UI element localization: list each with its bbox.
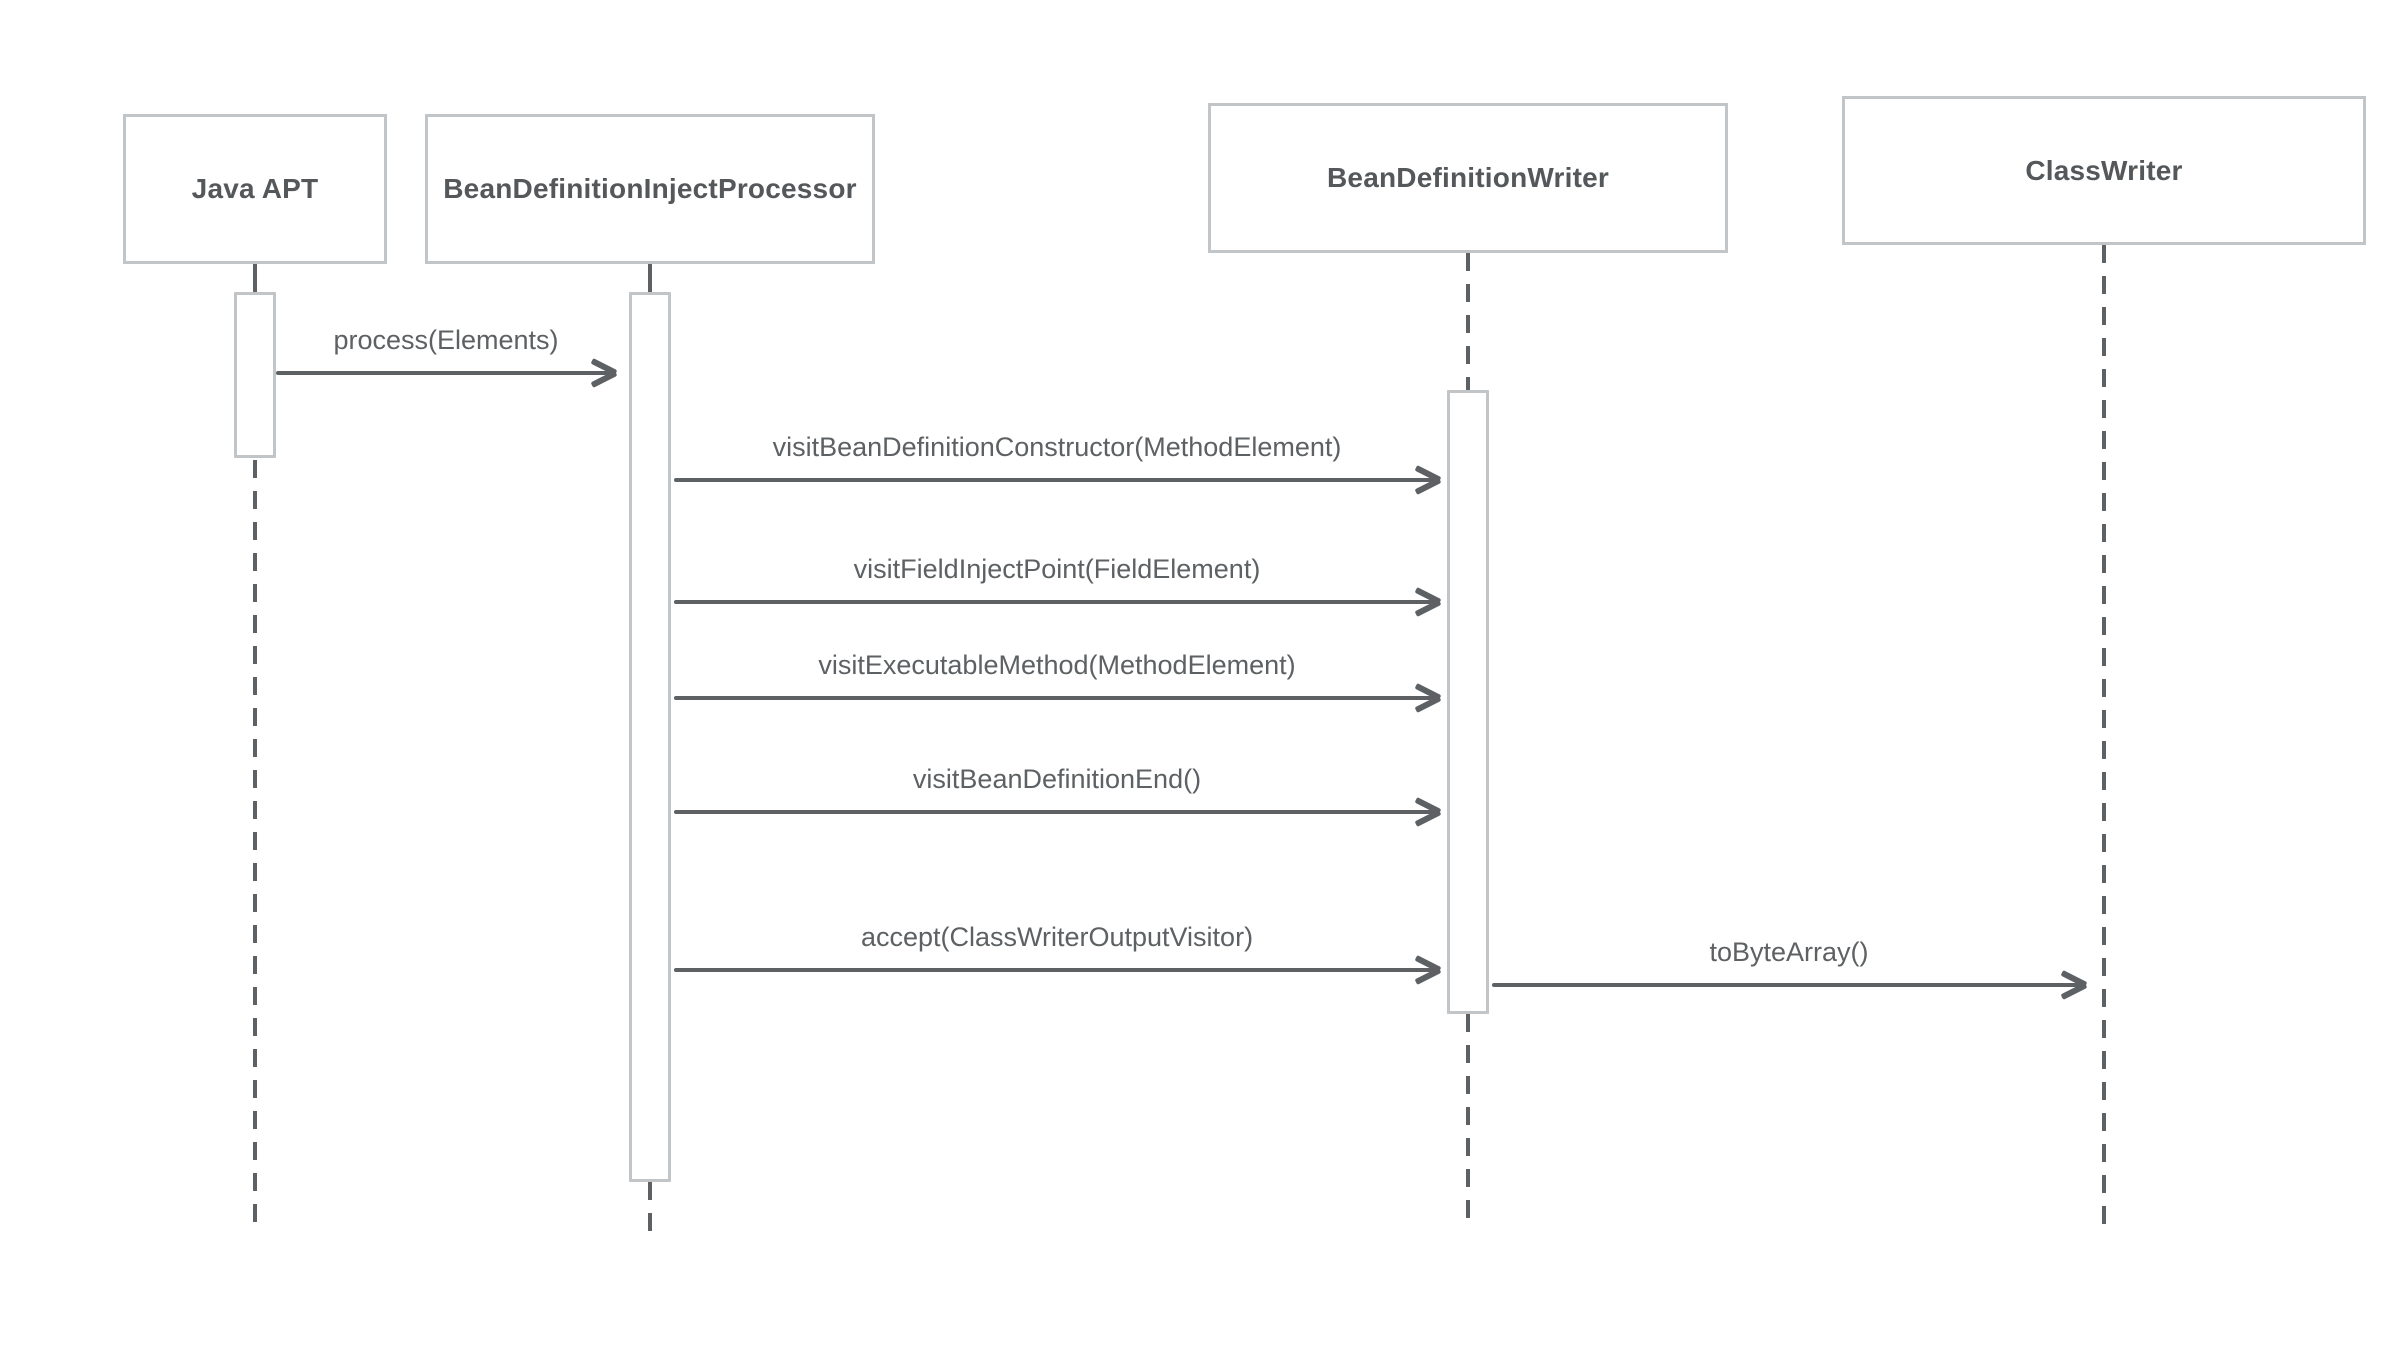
activation-bar-java-apt	[234, 292, 276, 458]
message-line	[674, 968, 1434, 972]
lifeline-class-writer	[2102, 245, 2106, 1232]
participant-label-java-apt: Java APT	[191, 173, 319, 204]
participant-label-class-writer: ClassWriter	[2025, 154, 2183, 186]
message-label: visitFieldInjectPoint(FieldElement)	[853, 554, 1261, 584]
message-line	[1492, 983, 2080, 987]
arrowhead-icon	[1412, 588, 1440, 616]
message-label: accept(ClassWriterOutputVisitor)	[860, 922, 1254, 952]
message-label: visitExecutableMethod(MethodElement)	[818, 650, 1296, 680]
message-line	[674, 478, 1434, 482]
message-line	[674, 696, 1434, 700]
arrowhead-icon	[588, 359, 616, 387]
activation-bar-bean-definition-inject-processor	[629, 292, 671, 1182]
participant-label-bean-definition-inject-processor: BeanDefinitionInjectProcessor	[443, 173, 857, 204]
participant-label-bean-definition-writer: BeanDefinitionWriter	[1327, 162, 1609, 193]
lifeline-stub-bean-definition-inject-processor	[648, 264, 652, 292]
participant-box-bean-definition-inject-processor: BeanDefinitionInjectProcessor	[425, 114, 875, 264]
message-label: toByteArray()	[1709, 937, 1869, 967]
arrowhead-icon	[1412, 466, 1440, 494]
lifeline-bean-definition-inject-processor	[648, 1182, 652, 1232]
lifeline-bean-definition-writer-upper	[1466, 253, 1470, 390]
participant-box-java-apt: Java APT	[123, 114, 387, 264]
participant-box-bean-definition-writer: BeanDefinitionWriter	[1208, 103, 1728, 253]
activation-bar-bean-definition-writer	[1447, 390, 1489, 1014]
lifeline-java-apt	[253, 460, 257, 1232]
arrowhead-icon	[1412, 956, 1440, 984]
lifeline-bean-definition-writer-lower	[1466, 1014, 1470, 1226]
message-line	[674, 600, 1434, 604]
message-line	[674, 810, 1434, 814]
message-line	[276, 371, 610, 375]
lifeline-stub-java-apt	[253, 264, 257, 292]
arrowhead-icon	[2058, 971, 2086, 999]
participant-box-class-writer: ClassWriter	[1842, 96, 2366, 245]
message-label: visitBeanDefinitionEnd()	[912, 764, 1202, 794]
arrowhead-icon	[1412, 798, 1440, 826]
message-label: process(Elements)	[333, 325, 559, 355]
arrowhead-icon	[1412, 684, 1440, 712]
message-label: visitBeanDefinitionConstructor(MethodEle…	[772, 432, 1342, 462]
